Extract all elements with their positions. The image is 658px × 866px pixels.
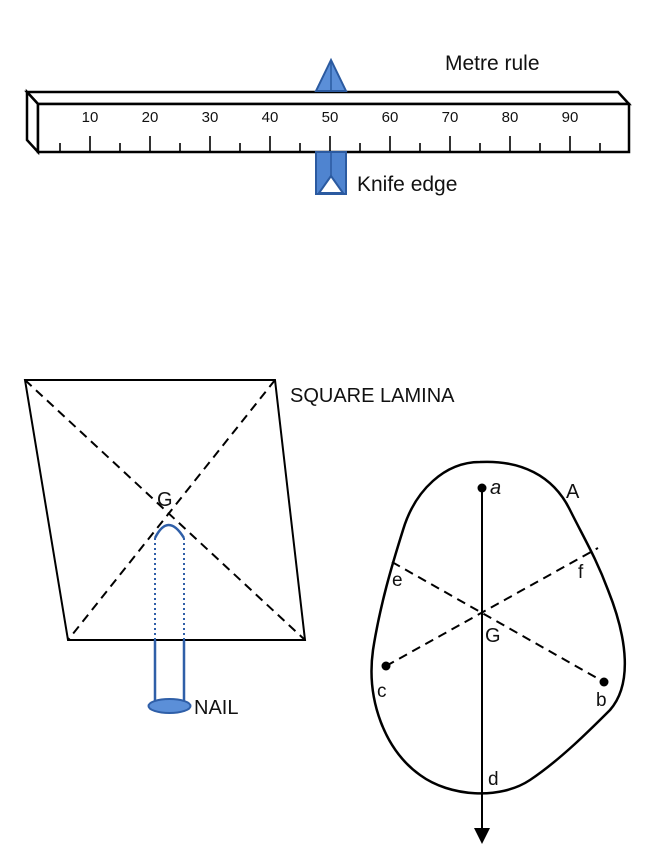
point-b-dot xyxy=(599,677,609,687)
knife-edge-notch xyxy=(317,174,345,194)
irregular-lamina-label: A xyxy=(566,481,580,503)
line-e-b xyxy=(391,561,605,683)
irregular-lamina-centre-label: G xyxy=(485,625,501,647)
metre-rule: 10 20 30 40 50 60 70 80 90 Metre rule xyxy=(24,52,632,156)
knife-edge: Knife edge xyxy=(314,57,457,196)
rule-tick-label: 40 xyxy=(262,109,279,126)
nail-tip xyxy=(153,523,186,539)
rule-tick-label: 90 xyxy=(562,109,579,126)
point-b-label: b xyxy=(596,690,607,711)
square-lamina-label: SQUARE LAMINA xyxy=(290,385,455,407)
point-c-label: c xyxy=(377,681,387,702)
rule-tick-label: 10 xyxy=(82,109,99,126)
metre-rule-ticks xyxy=(59,136,601,152)
metre-rule-top-face xyxy=(24,90,632,106)
rule-tick-label: 70 xyxy=(442,109,459,126)
irregular-lamina-outline xyxy=(370,460,626,795)
point-a-label: a xyxy=(490,477,501,499)
rule-tick-label: 80 xyxy=(502,109,519,126)
rule-tick-label: 30 xyxy=(202,109,219,126)
square-lamina-centre-label: G xyxy=(157,489,173,511)
metre-rule-end-face xyxy=(25,88,40,156)
metre-rule-numbers: 10 20 30 40 50 60 70 80 90 xyxy=(82,109,579,126)
rule-tick-label: 50 xyxy=(322,109,339,126)
nail: NAIL xyxy=(147,523,238,719)
rule-tick-label: 60 xyxy=(382,109,399,126)
point-c-dot xyxy=(381,661,391,671)
point-f-label: f xyxy=(578,562,584,583)
irregular-lamina: a A e f G c b d xyxy=(370,460,626,844)
metre-rule-label: Metre rule xyxy=(445,52,540,75)
knife-edge-label: Knife edge xyxy=(357,173,457,196)
line-c-f xyxy=(385,547,599,667)
point-d-label: d xyxy=(488,769,499,790)
point-a-dot xyxy=(477,483,487,493)
square-lamina-diagonal-2 xyxy=(67,379,276,641)
point-e-label: e xyxy=(392,570,403,591)
square-lamina: G SQUARE LAMINA NAIL xyxy=(23,379,455,719)
nail-label: NAIL xyxy=(194,697,238,719)
metre-rule-front-face xyxy=(36,102,631,154)
rule-tick-label: 20 xyxy=(142,109,159,126)
square-lamina-diagonal-1 xyxy=(24,379,306,641)
nail-head xyxy=(147,698,192,714)
